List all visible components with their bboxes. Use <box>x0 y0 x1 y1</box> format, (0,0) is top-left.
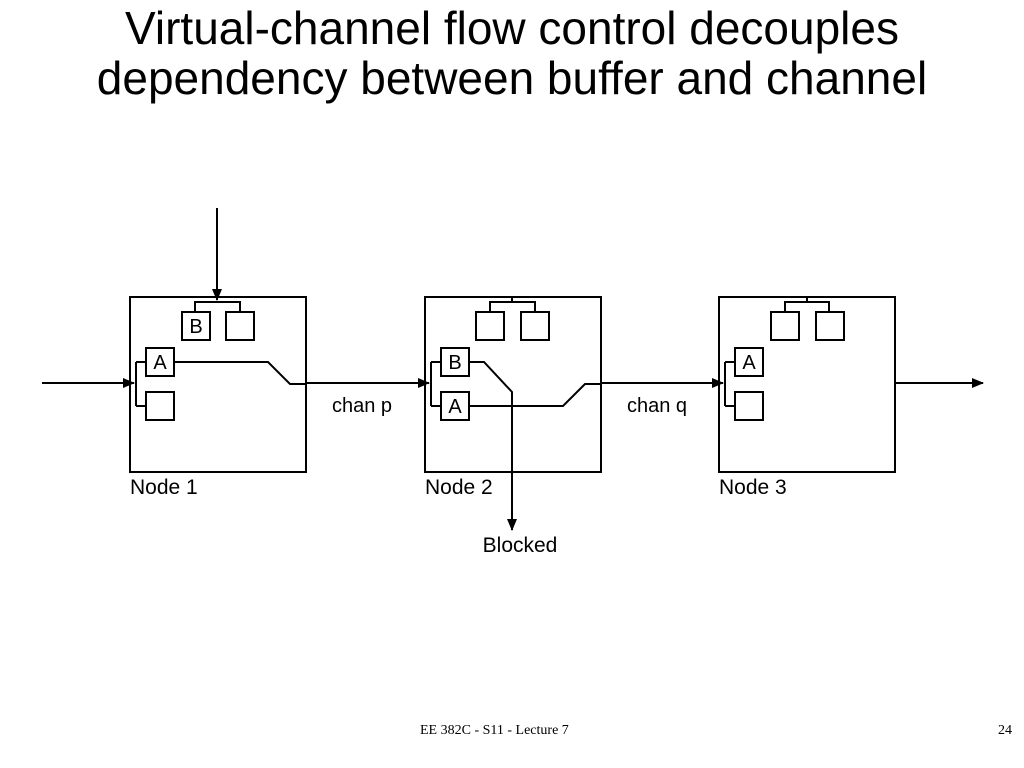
footer-lecture: EE 382C - S11 - Lecture 7 <box>420 723 569 738</box>
node-3-box <box>718 296 896 473</box>
node-1-route-a <box>174 361 306 385</box>
node-1-input-buffer-label: A <box>153 352 167 374</box>
node-2-input-buffer-b-label: B <box>448 352 461 374</box>
title-line-1: Virtual-channel flow control decouples <box>125 2 899 54</box>
node-3-input-buffer-empty <box>734 391 764 421</box>
node-2-input-buffer-a-label: A <box>448 396 462 418</box>
node-1-top-buffer-b <box>181 311 211 341</box>
title-line-2: dependency between buffer and channel <box>96 52 928 104</box>
node-3-label: Node 3 <box>719 476 787 499</box>
node-3-top-buffers <box>770 297 845 341</box>
node-1-top-buffers <box>181 301 255 341</box>
node-3-input-buffer-label: A <box>742 352 756 374</box>
node-1-top-buffer-empty <box>225 311 255 341</box>
chan-p-label: chan p <box>332 395 392 417</box>
node-1-label: Node 1 <box>130 476 198 499</box>
node-1-top-buffer-label: B <box>189 316 202 338</box>
node-3-input-buffer-a <box>734 347 764 377</box>
node-2-top-buffers <box>475 297 550 341</box>
slide-title: Virtual-channel flow control decouples d… <box>0 3 1024 103</box>
page-number: 24 <box>998 723 1012 738</box>
chan-q-label: chan q <box>627 395 687 417</box>
node-1-box <box>129 296 307 473</box>
blocked-label: Blocked <box>483 534 558 557</box>
node-2-route-b-blocked <box>469 361 517 531</box>
node-2-label: Node 2 <box>425 476 493 499</box>
node-1-input-buffer-empty <box>145 391 175 421</box>
node-3-input-buffers <box>724 347 764 421</box>
node-2-route-a <box>469 383 601 407</box>
